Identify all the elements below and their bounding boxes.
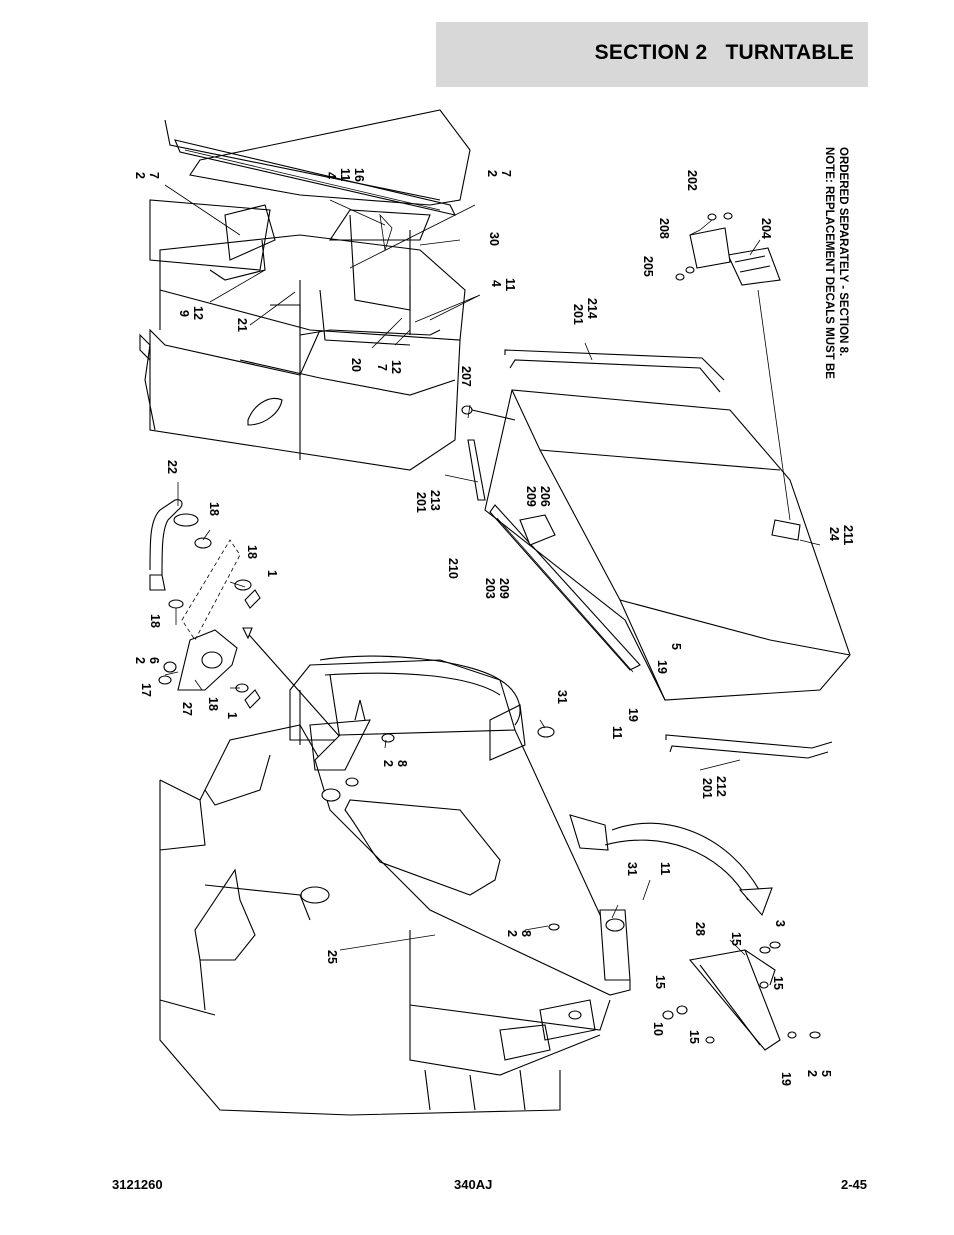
- callout-label: 19: [779, 1072, 793, 1086]
- callout-label: 2: [505, 930, 519, 937]
- section-header: SECTION 2 TURNTABLE: [436, 22, 868, 87]
- callout-label: 28: [693, 922, 707, 936]
- callouts: 2 7 4 11 16 2 7 30 4 11 9 12 21 20 7 12 …: [133, 168, 855, 1086]
- callout-label: 31: [555, 690, 569, 704]
- callout-label: 206: [538, 486, 552, 507]
- section-name: TURNTABLE: [725, 41, 854, 64]
- callout-label: 15: [687, 1030, 701, 1044]
- callout-label: 15: [653, 975, 667, 989]
- callout-label: 201: [700, 778, 714, 799]
- footer-model: 340AJ: [454, 1177, 493, 1192]
- callout-label: 202: [685, 170, 699, 191]
- callout-label: 203: [483, 578, 497, 599]
- handle-bracket-group: [149, 499, 341, 738]
- lower-frame-assembly: [159, 655, 631, 1116]
- callout-label: 16: [352, 168, 366, 182]
- callout-label: 209: [497, 578, 511, 599]
- callout-label: 2: [805, 1070, 819, 1077]
- callout-label: 209: [524, 486, 538, 507]
- callout-label: 5: [669, 643, 683, 650]
- callout-label: 9: [177, 310, 191, 317]
- upper-turntable-assembly: [139, 109, 471, 471]
- footer-doc-number: 3121260: [112, 1177, 163, 1192]
- callout-label: 6: [147, 657, 161, 664]
- leader-lines: [164, 184, 821, 956]
- callout-label: 212: [714, 776, 728, 797]
- callout-label: 19: [655, 660, 669, 674]
- callout-label: 211: [841, 525, 855, 545]
- callout-label: 22: [165, 460, 179, 474]
- decal-note: NOTE: REPLACEMENT DECALS MUST BE ORDERED…: [823, 147, 849, 379]
- note-line-1: NOTE: REPLACEMENT DECALS MUST BE: [823, 147, 835, 379]
- callout-label: 11: [658, 862, 672, 875]
- callout-label: 8: [395, 760, 409, 767]
- callout-label: 12: [389, 360, 403, 374]
- section-number: SECTION 2: [594, 41, 708, 64]
- callout-label: 11: [503, 278, 517, 291]
- callout-label: 2: [381, 760, 395, 767]
- note-line-2: ORDERED SEPARATELY - SECTION 8.: [837, 147, 849, 356]
- callout-label: 27: [180, 702, 194, 716]
- callout-label: 213: [428, 490, 442, 511]
- callout-label: 208: [657, 218, 671, 239]
- callout-label: 30: [487, 232, 501, 246]
- callout-label: 17: [139, 683, 153, 697]
- callout-label: 210: [446, 558, 460, 579]
- rotation-arrow-icon: [604, 822, 773, 917]
- section-title: SECTION 2 TURNTABLE: [595, 41, 854, 65]
- latch-hardware: [675, 212, 791, 521]
- callout-label: 2: [485, 170, 499, 177]
- decal-strips: [467, 349, 833, 759]
- callout-label: 1: [225, 712, 239, 719]
- callout-label: 11: [338, 168, 352, 181]
- side-cover-panel: [461, 389, 851, 701]
- callout-label: 11: [610, 726, 624, 739]
- callout-label: 18: [206, 697, 220, 711]
- callout-label: 201: [414, 492, 428, 513]
- callout-label: 207: [459, 366, 473, 387]
- callout-label: 5: [819, 1070, 833, 1077]
- callout-label: 21: [235, 318, 249, 332]
- callout-label: 3: [773, 920, 787, 927]
- callout-label: 25: [325, 950, 339, 964]
- callout-label: 15: [771, 976, 785, 990]
- callout-label: 18: [245, 545, 259, 559]
- footer-page-number: 2-45: [840, 1177, 867, 1192]
- callout-label: 7: [147, 172, 161, 179]
- callout-label: 201: [571, 304, 585, 325]
- callout-label: 24: [827, 527, 841, 541]
- callout-label: 12: [191, 306, 205, 320]
- callout-label: 205: [641, 256, 655, 277]
- callout-label: 19: [626, 708, 640, 722]
- callout-label: 7: [499, 170, 513, 177]
- callout-label: 15: [729, 932, 743, 946]
- callout-label: 18: [207, 502, 221, 516]
- callout-label: 204: [759, 218, 773, 239]
- callout-label: 20: [349, 358, 363, 372]
- callout-label: 10: [651, 1022, 665, 1036]
- callout-label: 2: [133, 172, 147, 179]
- callout-label: 4: [324, 172, 338, 179]
- callout-label: 1: [265, 570, 279, 577]
- callout-label: 8: [519, 930, 533, 937]
- callout-label: 31: [625, 862, 639, 876]
- callout-label: 7: [375, 364, 389, 371]
- callout-label: 4: [489, 280, 503, 287]
- callout-label: 214: [585, 298, 599, 319]
- callout-label: 18: [148, 614, 162, 628]
- mount-bracket: [662, 941, 821, 1051]
- callout-label: 2: [133, 657, 147, 664]
